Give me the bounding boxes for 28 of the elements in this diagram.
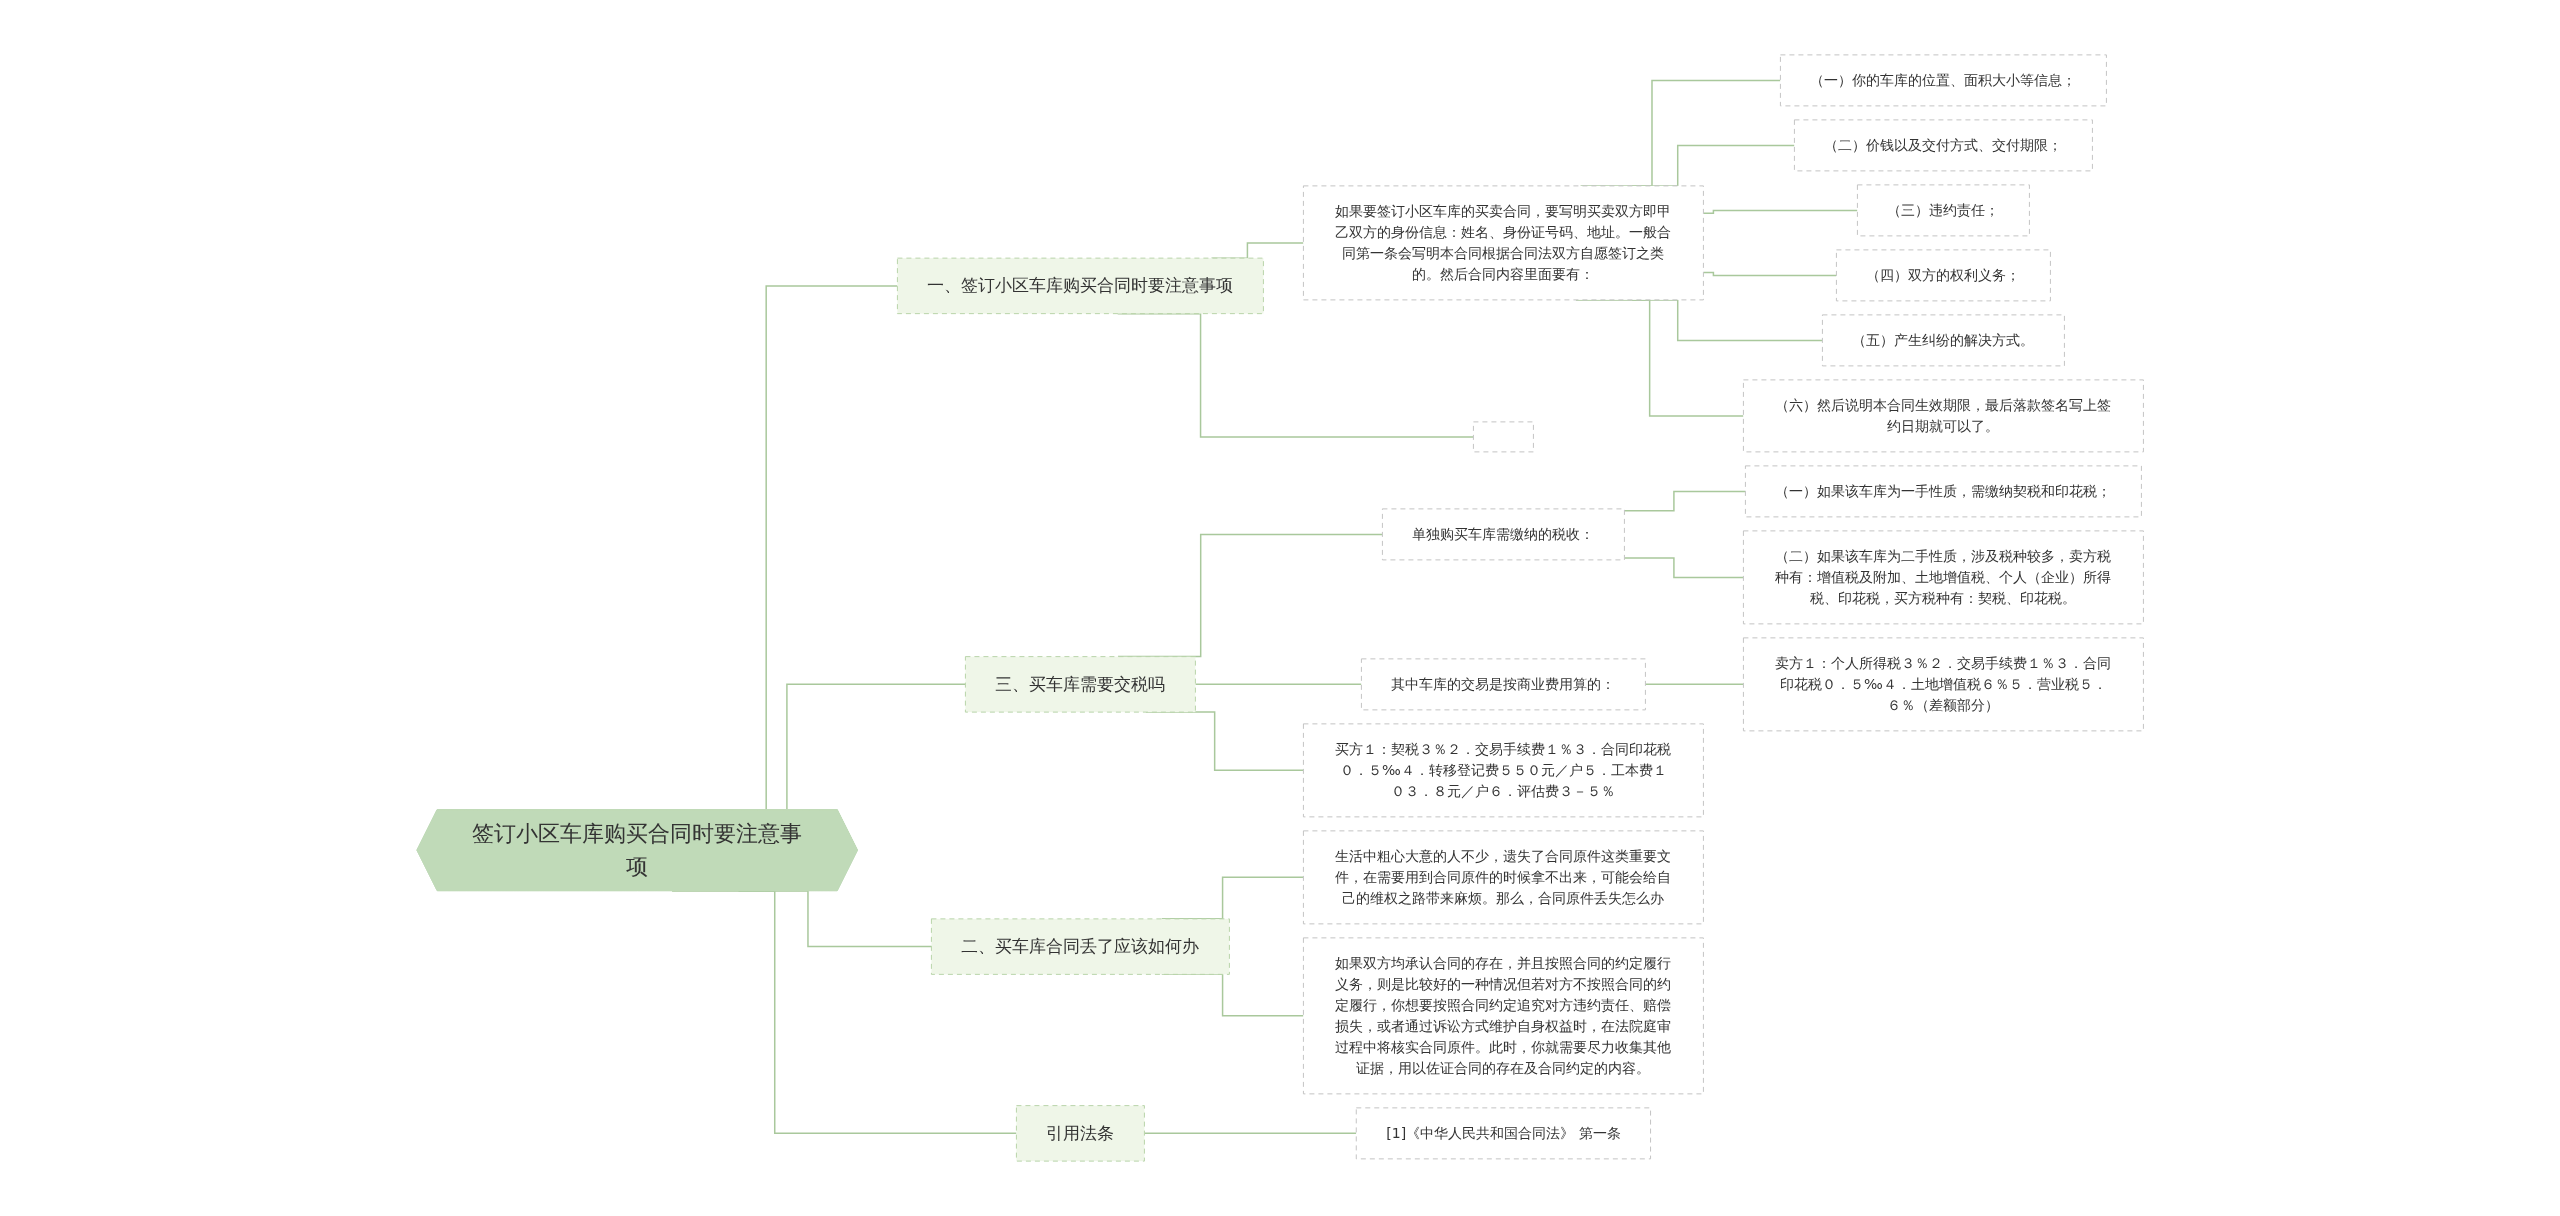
node-box: （一）如果该车库为一手性质，需缴纳契税和印花税； bbox=[1744, 465, 2142, 518]
node-box: （四）双方的权利义务； bbox=[1835, 249, 2051, 302]
node-box: （一）你的车库的位置、面积大小等信息； bbox=[1779, 54, 2107, 107]
node-box: （六）然后说明本合同生效期限，最后落款签名写上签约日期就可以了。 bbox=[1742, 379, 2144, 453]
connector bbox=[1702, 209, 1858, 215]
node-box: （五）产生纠纷的解决方式。 bbox=[1821, 314, 2065, 367]
connector bbox=[1702, 271, 1837, 277]
node-box: 其中车库的交易是按商业费用算的： bbox=[1360, 658, 1646, 711]
connector bbox=[1644, 683, 1744, 686]
node-box: [1]《中华人民共和国合同法》 第一条 bbox=[1355, 1107, 1651, 1160]
connector bbox=[1194, 683, 1362, 686]
node-box: （二）价钱以及交付方式、交付期限； bbox=[1793, 119, 2093, 172]
node-box: 引用法条 bbox=[1015, 1105, 1145, 1162]
node-box: （二）如果该车库为二手性质，涉及税种较多，卖方税种有：增值税及附加、土地增值税、个人（企业）所得税、印花税，买方税种有：契税、印花税。 bbox=[1742, 530, 2144, 625]
node-box: 二、买车库合同丢了应该如何办 bbox=[930, 918, 1230, 975]
node-box: 卖方１：个人所得税３％２．交易手续费１％３．合同印花税０．５‰４．土地增值税６％５．营业税５．６％（差额部分） bbox=[1742, 637, 2144, 732]
connector bbox=[1143, 1132, 1357, 1135]
node-box: 生活中粗心大意的人不少，遗失了合同原件这类重要文件，在需要用到合同原件的时候拿不出来，可能会给自己的维权之路带来麻烦。那么，合同原件丢失怎么办 bbox=[1302, 830, 1704, 925]
connector bbox=[1623, 490, 1746, 512]
node-box: （三）违约责任； bbox=[1856, 184, 2030, 237]
node-box bbox=[1472, 421, 1534, 453]
node-box: 一、签订小区车库购买合同时要注意事项 bbox=[896, 257, 1264, 315]
node-box: 三、买车库需要交税吗 bbox=[964, 656, 1196, 713]
node-box: 如果要签订小区车库的买卖合同，要写明买卖双方即甲乙双方的身份信息：姓名、身份证号码、地址。一般合同第一条会写明本合同根据合同法双方自愿签订之类的。然后合同内容里面要有： bbox=[1302, 185, 1704, 301]
node-box: 买方１：契税３％２．交易手续费１％３．合同印花税０．５‰４．转移登记费５５０元／户５．工本费１０３．８元／户６．评估费３－５％ bbox=[1302, 723, 1704, 818]
node-box: 单独购买车库需缴纳的税收： bbox=[1381, 508, 1625, 561]
connector bbox=[1623, 557, 1744, 579]
node-box: 如果双方均承认合同的存在，并且按照合同的约定履行义务，则是比较好的一种情况但若对方不按照合同的约定履行，你想要按照合同约定追究对方违约责任、赔偿损失，或者通过诉讼方式维护自身权益时，在法院庭审过程中将核实合同原件。此时，你就需要尽力收集其他证据，用以佐证合同的存在及合同约定的内容。 bbox=[1302, 937, 1704, 1095]
